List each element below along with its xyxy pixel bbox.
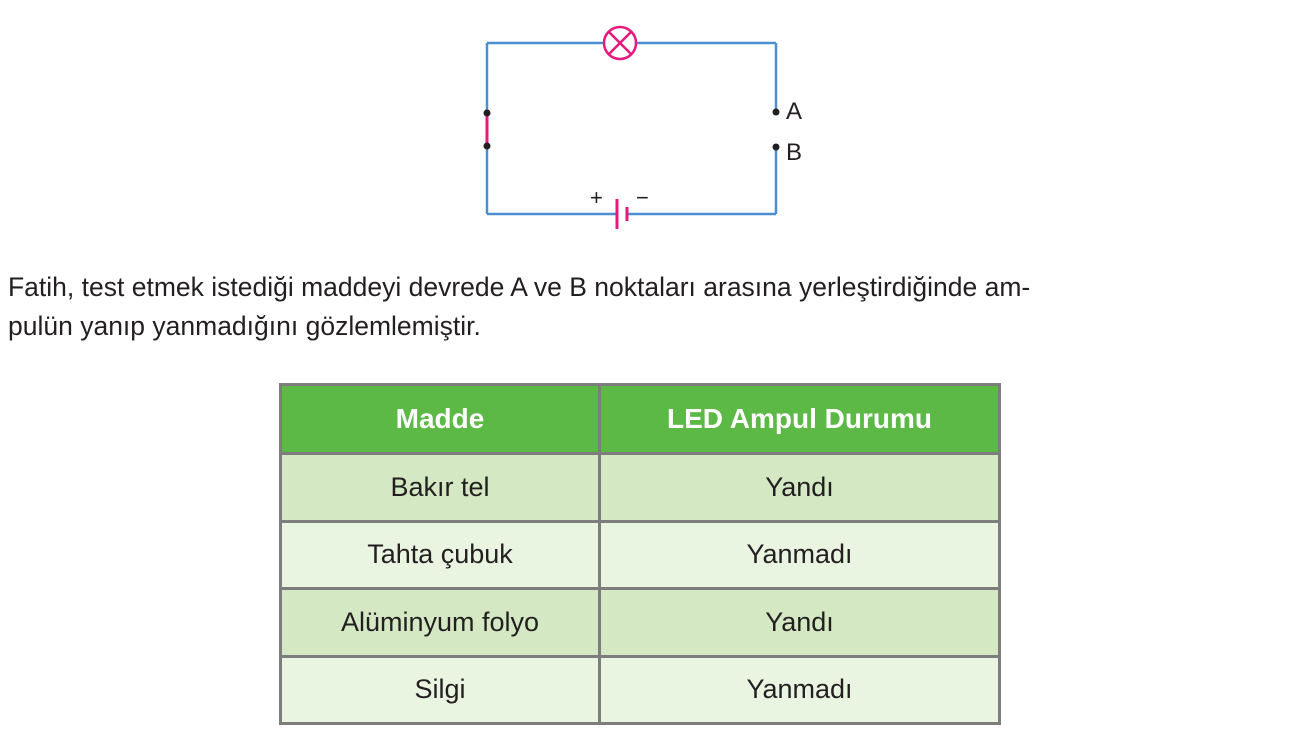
battery-minus-sign: − — [636, 185, 649, 210]
cell-durum: Yandı — [601, 590, 998, 655]
cell-durum: Yanmadı — [601, 522, 998, 587]
header-led-ampul-durumu: LED Ampul Durumu — [601, 386, 998, 452]
description-line-1: Fatih, test etmek istediği maddeyi devre… — [8, 272, 1031, 302]
cell-madde: Silgi — [282, 657, 598, 722]
battery-plus-sign: + — [590, 185, 603, 210]
switch-icon — [483, 109, 491, 150]
terminal-a: A — [772, 98, 802, 125]
description-line-2: pulün yanıp yanmadığını gözlemlemiştir. — [8, 311, 481, 341]
table-row: Alüminyum folyo Yandı — [282, 590, 998, 655]
cell-madde: Tahta çubuk — [282, 522, 598, 587]
battery-icon — [615, 199, 629, 229]
circuit-wires — [485, 41, 778, 216]
cell-madde: Alüminyum folyo — [282, 590, 598, 655]
table-row: Bakır tel Yandı — [282, 455, 998, 520]
results-table: Madde LED Ampul Durumu Bakır tel Yandı T… — [279, 383, 1001, 725]
terminal-b: B — [772, 139, 802, 166]
cell-durum: Yandı — [601, 455, 998, 520]
lamp-icon — [602, 25, 638, 61]
table-header-row: Madde LED Ampul Durumu — [282, 386, 998, 452]
table-row: Tahta çubuk Yanmadı — [282, 522, 998, 587]
cell-durum: Yanmadı — [601, 657, 998, 722]
point-a-label: A — [786, 98, 802, 125]
cell-madde: Bakır tel — [282, 455, 598, 520]
description-paragraph: Fatih, test etmek istediği maddeyi devre… — [8, 268, 1298, 346]
circuit-diagram: A B + − — [483, 25, 802, 229]
header-madde: Madde — [282, 386, 598, 452]
table-row: Silgi Yanmadı — [282, 657, 998, 722]
point-b-label: B — [786, 139, 802, 166]
